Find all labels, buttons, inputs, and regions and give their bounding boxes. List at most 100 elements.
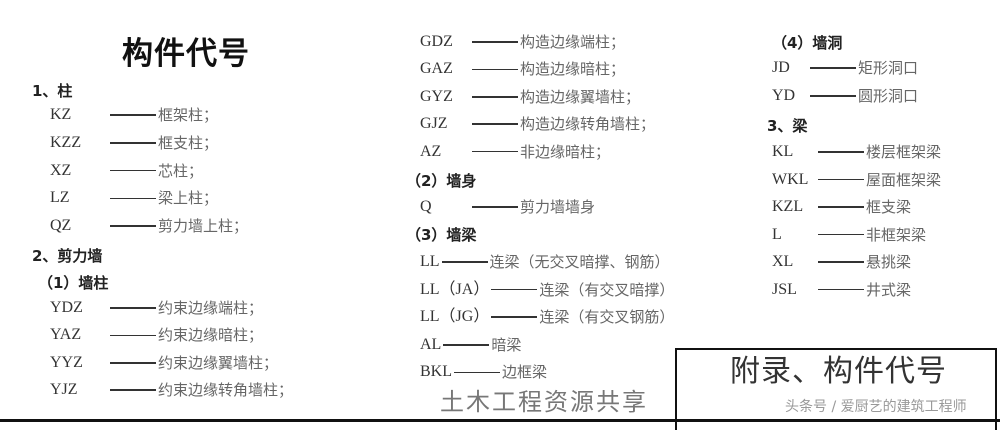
- component-description: 井式梁: [866, 280, 912, 299]
- dash-separator: [491, 316, 538, 318]
- component-code: KZL: [772, 198, 804, 215]
- component-code: QZ: [50, 217, 72, 235]
- component-description: 楼层框架梁: [866, 143, 942, 161]
- component-code: KL: [772, 143, 794, 160]
- component-description: 屋面框架梁: [866, 170, 942, 189]
- section-heading-columns: 1、柱: [32, 82, 73, 100]
- dash-separator: [472, 96, 518, 98]
- dash-separator: [110, 362, 156, 364]
- component-code: YYZ: [50, 353, 83, 371]
- component-description: 芯柱；: [158, 161, 204, 180]
- component-description: 构造边缘转角墙柱；: [520, 115, 656, 134]
- component-code: YJZ: [50, 381, 78, 399]
- component-code: BKL: [420, 363, 452, 381]
- code-row: YYZ 约束边缘翼墙柱；: [50, 354, 278, 372]
- component-code: AL: [420, 335, 442, 353]
- code-row: LL（JG）连梁（有交叉钢筋）: [420, 308, 674, 326]
- dash-separator: [472, 206, 518, 208]
- component-code: Q: [420, 198, 432, 215]
- page-title: 构件代号: [122, 36, 250, 72]
- dash-separator: [454, 371, 500, 374]
- code-row: YDZ 约束边缘端柱；: [50, 299, 263, 317]
- dash-separator: [110, 197, 156, 200]
- component-code: LL: [420, 253, 440, 270]
- component-code: YDZ: [50, 299, 83, 316]
- section-heading-beams: 3、梁: [767, 117, 808, 135]
- overlay-watermark: 土木工程资源共享: [440, 388, 648, 416]
- dash-separator: [472, 123, 518, 125]
- dash-separator: [110, 114, 156, 116]
- dash-separator: [472, 68, 518, 71]
- dash-separator: [110, 142, 156, 144]
- dash-separator: [110, 307, 156, 309]
- dash-separator: [110, 389, 156, 391]
- component-code: KZZ: [50, 133, 82, 151]
- component-description: 连梁（有交叉暗撑）: [539, 280, 675, 299]
- component-code: YAZ: [50, 326, 82, 344]
- component-code: GYZ: [420, 87, 453, 105]
- component-code: WKL: [772, 170, 809, 188]
- subheading-wall-openings: （4）墙洞: [772, 34, 843, 52]
- code-row: GJZ 构造边缘转角墙柱；: [420, 115, 655, 133]
- component-description: 构造边缘端柱；: [520, 33, 626, 51]
- dash-separator: [491, 288, 538, 291]
- dash-separator: [818, 261, 864, 263]
- component-description: 约束边缘端柱；: [158, 299, 264, 317]
- dash-separator: [443, 344, 490, 346]
- section-heading-shear-wall: 2、剪力墙: [32, 247, 103, 265]
- component-description: 边框梁: [502, 363, 548, 382]
- component-description: 构造边缘暗柱；: [520, 60, 626, 79]
- component-description: 约束边缘翼墙柱；: [158, 353, 279, 372]
- component-code: GDZ: [420, 33, 453, 50]
- dash-separator: [110, 169, 156, 172]
- subheading-wall-columns: （1）墙柱: [38, 274, 109, 292]
- component-code: GJZ: [420, 115, 448, 133]
- component-description: 连梁（无交叉暗撑、钢筋）: [489, 253, 670, 271]
- dash-separator: [818, 178, 864, 181]
- code-row: KZ 框架柱；: [50, 106, 218, 124]
- dash-separator: [441, 261, 488, 263]
- component-description: 框架柱；: [158, 106, 219, 124]
- component-code: LZ: [50, 189, 70, 207]
- code-row: WKL 屋面框架梁: [772, 171, 941, 189]
- code-row: KZL 框支梁: [772, 198, 911, 216]
- component-description: 圆形洞口: [858, 87, 919, 105]
- code-row: LL 连梁（无交叉暗撑、钢筋）: [420, 253, 670, 271]
- code-row: QZ 剪力墙上柱；: [50, 217, 248, 235]
- subheading-wall-beams: （3）墙梁: [406, 226, 477, 244]
- code-row: GDZ 构造边缘端柱；: [420, 33, 625, 51]
- appendix-box: [675, 348, 997, 430]
- component-description: 非框架梁: [866, 225, 927, 244]
- component-code: AZ: [420, 142, 442, 160]
- code-row: KZZ 框支柱；: [50, 134, 218, 152]
- component-description: 约束边缘转角墙柱；: [158, 381, 294, 400]
- code-row: XZ 芯柱；: [50, 162, 203, 180]
- dash-separator: [818, 233, 864, 236]
- watermark: 头条号 / 爱厨艺的建筑工程师: [785, 399, 967, 415]
- dash-separator: [810, 95, 856, 97]
- dash-separator: [818, 151, 864, 153]
- component-code: LL（JG）: [420, 308, 490, 326]
- component-code: KZ: [50, 106, 72, 123]
- component-description: 剪力墙墙身: [520, 198, 596, 216]
- component-description: 剪力墙上柱；: [158, 217, 249, 236]
- code-row: BKL 边框梁: [420, 363, 547, 381]
- component-description: 框支柱；: [158, 133, 219, 152]
- component-code: XZ: [50, 161, 72, 179]
- component-description: 矩形洞口: [858, 59, 919, 77]
- component-description: 框支梁: [866, 198, 912, 216]
- component-description: 约束边缘暗柱；: [158, 326, 264, 345]
- bottom-border: [0, 419, 1000, 422]
- dash-separator: [110, 334, 156, 337]
- code-row: YAZ 约束边缘暗柱；: [50, 326, 263, 344]
- dash-separator: [810, 67, 856, 69]
- component-code: XL: [772, 253, 794, 270]
- dash-separator: [818, 288, 864, 291]
- code-row: KL 楼层框架梁: [772, 143, 941, 161]
